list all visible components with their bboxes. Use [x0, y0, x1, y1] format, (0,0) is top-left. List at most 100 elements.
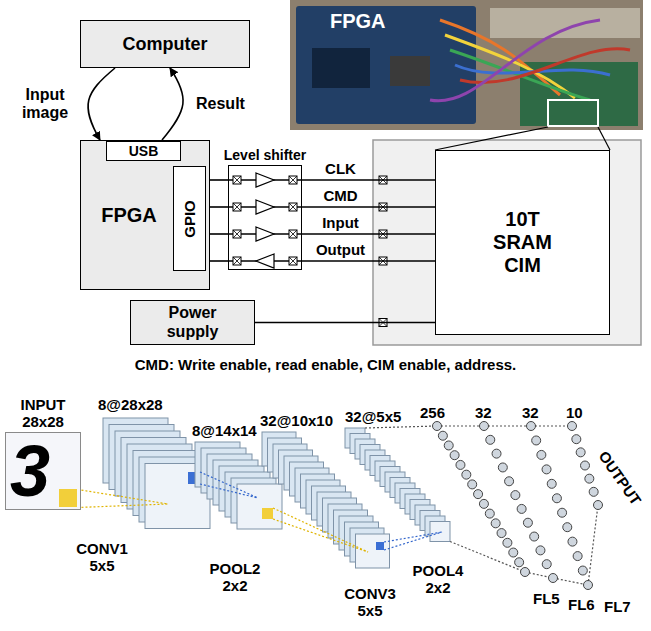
edge-label: Result [194, 95, 247, 113]
node-label: Computer [123, 34, 208, 55]
layer-size: 256 [420, 404, 445, 421]
neuron [568, 422, 577, 431]
neuron [581, 461, 590, 470]
receptive-field-line [200, 484, 258, 498]
receptive-field-line [273, 519, 368, 552]
neuron [497, 529, 506, 538]
connector [162, 68, 183, 140]
neuron [492, 449, 501, 458]
zoom-line [598, 127, 610, 150]
layer-link [553, 578, 588, 585]
neuron [511, 491, 520, 500]
kernel-patch [59, 489, 77, 507]
board-part [390, 56, 430, 86]
neuron [530, 532, 539, 541]
neuron [456, 460, 465, 469]
fpga-box: FPGA USB GPIO [80, 140, 210, 290]
neuron [549, 574, 558, 583]
neuron [573, 552, 582, 561]
pin-cross [233, 230, 241, 238]
gpio-block: GPIO [173, 166, 206, 271]
neuron [536, 546, 545, 555]
neuron [503, 538, 512, 547]
layer-size: 32 [522, 404, 539, 421]
layer-name: CONV1 5x5 [72, 540, 132, 575]
edge-label: Input [320, 214, 361, 231]
neuron [578, 566, 587, 575]
node-label: USB [129, 143, 159, 159]
caption-note: CMD: Write enable, read enable, CIM enab… [0, 356, 651, 373]
cnn-illustration [78, 418, 603, 590]
neuron [486, 435, 495, 444]
buffer-symbol [256, 254, 274, 268]
feature-map [430, 522, 450, 542]
neuron [527, 422, 536, 431]
node-label: FPGA [87, 204, 171, 227]
connector [88, 68, 115, 140]
edge-label: CLK [323, 160, 358, 177]
neuron [542, 465, 551, 474]
connector [302, 233, 435, 235]
neuron [515, 558, 524, 567]
feature-map [356, 534, 390, 568]
neuron [479, 499, 488, 508]
pin-cross [233, 257, 241, 265]
pin-pad [289, 176, 297, 184]
neuron [523, 518, 532, 527]
photo-ground [290, 0, 643, 130]
edge-label: CMD [321, 187, 359, 204]
test-board-region [373, 140, 641, 345]
connector [255, 322, 435, 324]
layer-name: FL6 [568, 596, 595, 613]
layer-size: 8@28x28 [98, 396, 163, 413]
neuron [576, 448, 585, 457]
feature-map [237, 484, 282, 529]
chip-highlight [548, 100, 598, 126]
pin-pad [289, 203, 297, 211]
neuron [537, 450, 546, 459]
receptive-field-line [78, 490, 169, 505]
neuron [444, 441, 453, 450]
neuron [572, 435, 581, 444]
pin-cross [289, 230, 297, 238]
layer-link [531, 425, 572, 426]
connector [302, 179, 435, 181]
pin-pad [233, 257, 241, 265]
buffer-symbol [256, 200, 274, 214]
neuron [462, 470, 471, 479]
neuron [438, 431, 447, 440]
neuron [563, 523, 572, 532]
layer-size: 10 [566, 404, 583, 421]
neuron [498, 463, 507, 472]
neuron [542, 560, 551, 569]
layer-link [484, 425, 531, 426]
neuron [474, 490, 483, 499]
neuron [594, 501, 603, 510]
breadboard [490, 8, 640, 38]
jumper-wire [430, 20, 600, 101]
connector [302, 206, 435, 208]
layer-link [437, 425, 484, 426]
neuron [558, 508, 567, 517]
setup-photo [290, 0, 643, 130]
receptive-field-line [384, 532, 442, 550]
receptive-field-line [384, 532, 442, 542]
node-label: Power supply [158, 304, 228, 341]
neuron [521, 568, 530, 577]
computer-box: Computer [80, 20, 250, 68]
power-supply: Power supply [130, 300, 255, 345]
pin-cross [289, 203, 297, 211]
node-label: INPUT 28x28 [11, 396, 75, 431]
pin-cross [289, 176, 297, 184]
fpga-chip [312, 48, 370, 88]
node-label: GPIO [181, 200, 198, 238]
pin-cross [233, 176, 241, 184]
level-shifter: Level shifter [228, 165, 302, 270]
neuron [547, 479, 556, 488]
layer-link [588, 505, 598, 585]
layer-size: 32@10x10 [260, 412, 333, 429]
connector [302, 260, 435, 262]
neuron [450, 451, 459, 460]
edge-label: Input image [12, 86, 78, 123]
